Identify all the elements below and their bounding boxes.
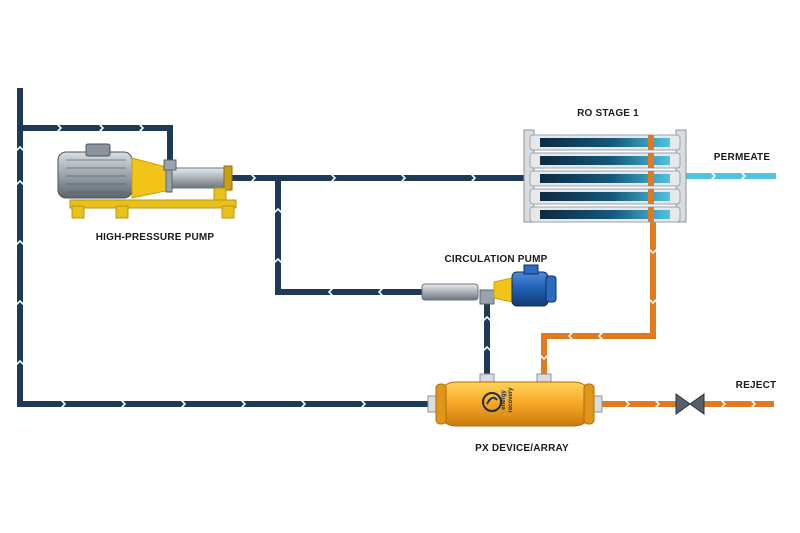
hp-suction-pipe [20,125,173,168]
ro-vessels [529,134,681,223]
ro-vessel-band [648,171,654,186]
pump-skid [69,199,237,209]
flow-arrow [625,400,631,408]
ro-reject-pipe [541,214,656,378]
flow-arrow [16,179,24,185]
hp-pump-barrel [169,167,227,189]
circ-motor-fan-cover [545,275,557,303]
flow-arrow [711,172,717,180]
flow-arrow [16,299,24,305]
feed-riser-pipe [17,88,432,407]
permeate-label: PERMEATE [714,152,771,163]
px-device-label: PX DEVICE/ARRAY [475,443,569,454]
ro-vessel-band [648,135,654,150]
ro-stage-1 [523,129,687,223]
flow-arrow [274,207,282,213]
flow-arrow [377,288,383,296]
hp-pump-suction-nozzle [163,159,177,171]
flow-arrow [540,355,548,361]
ro-membrane [540,138,670,147]
flow-arrow [741,172,747,180]
hp-pump-flange [223,165,233,191]
circ-pump-motor [511,271,549,307]
px-device: energy recovery [427,373,603,427]
circulation-loop-pipe [275,178,422,295]
valve-body [689,393,705,415]
flow-arrow [751,400,757,408]
px-end-cap [435,383,447,425]
circulation-pump [421,264,557,307]
flow-arrows [16,124,757,408]
flow-arrow [301,400,307,408]
ro-membrane [540,174,670,183]
hp-motor [57,151,133,199]
pump-skid-leg [115,205,129,219]
flow-arrow [16,145,24,151]
high-pressure-pump-label: HIGH-PRESSURE PUMP [96,232,215,243]
pump-skid-leg [71,205,85,219]
flow-arrow [649,249,657,255]
motor-terminal-box [85,143,111,157]
flow-arrow [16,359,24,365]
flow-arrow [139,124,145,132]
flow-arrow [327,288,333,296]
circ-pump-coupling [493,277,513,303]
flow-arrow [721,400,727,408]
flow-arrow [361,400,367,408]
logo-line-1: energy [501,390,507,410]
flow-arrow [483,315,491,321]
flow-arrow [483,345,491,351]
flow-arrow [181,400,187,408]
reject-valve [675,393,705,415]
flow-arrow [99,124,105,132]
ro-membrane [540,156,670,165]
high-pressure-pump [57,143,237,219]
hp-pump-support [213,187,227,201]
circulation-pump-label: CIRCULATION PUMP [444,254,547,265]
valve-body [675,393,691,415]
ro-stage-label: RO STAGE 1 [577,108,639,119]
flow-arrow [655,400,661,408]
flow-arrow [649,299,657,305]
flow-arrow [57,124,63,132]
flow-arrow [597,332,603,340]
px-end-cap [583,383,595,425]
circ-pump-inlet [479,289,495,305]
ro-membrane [540,210,670,219]
flow-arrow [121,400,127,408]
flow-arrow [401,174,407,182]
flow-arrow [567,332,573,340]
ro-membrane [540,192,670,201]
low-pressure-pipes [17,88,530,407]
energy-recovery-logo: energy recovery [482,387,514,413]
reject-label: REJECT [736,380,777,391]
flow-arrow [61,400,67,408]
flow-arrow [274,257,282,263]
circ-motor-terminal-box [523,264,539,275]
flow-arrow [331,174,337,182]
flow-arrow [471,174,477,182]
circ-pump-barrel [421,283,479,301]
ro-vessel-band [648,189,654,204]
flow-arrow [16,239,24,245]
ro-vessel-band [648,207,654,222]
pump-skid-leg [221,205,235,219]
logo-line-2: recovery [508,387,514,413]
flow-arrow [241,400,247,408]
ro-vessel-band [648,153,654,168]
reject-pipes [541,214,774,407]
px-body [435,381,595,427]
flow-arrow [251,174,257,182]
